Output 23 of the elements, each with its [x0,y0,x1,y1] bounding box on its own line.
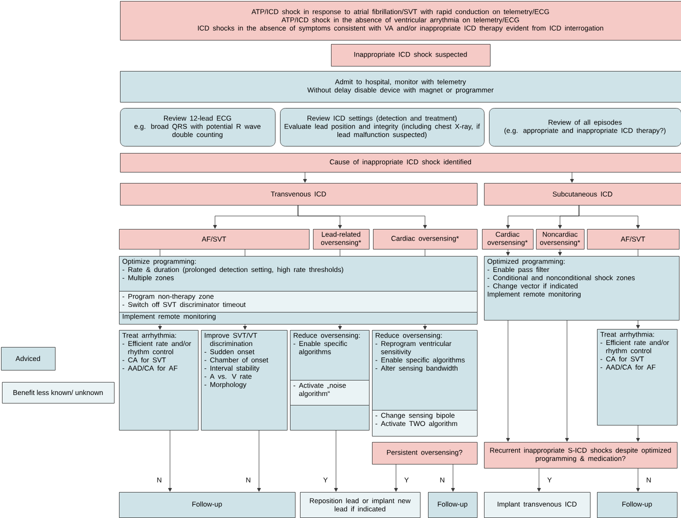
arrow [506,320,510,442]
arrow [338,324,342,330]
arrow [537,468,541,492]
arrow [506,248,510,256]
arrow [565,320,569,442]
arrow [334,430,338,492]
arrow [158,324,162,330]
arrow [423,324,427,330]
arrow [298,204,427,229]
arrow [558,248,562,256]
arrow [243,324,247,330]
arrow [570,172,574,183]
arrow [394,464,398,492]
arrow [578,204,640,229]
arrow [303,172,307,183]
connector-line [244,248,246,256]
arrow [168,430,172,492]
arrow [636,424,640,442]
connector-line [424,248,426,256]
arrow [636,320,640,329]
arrow [451,464,455,492]
arrow [636,468,640,492]
arrow [257,430,261,492]
